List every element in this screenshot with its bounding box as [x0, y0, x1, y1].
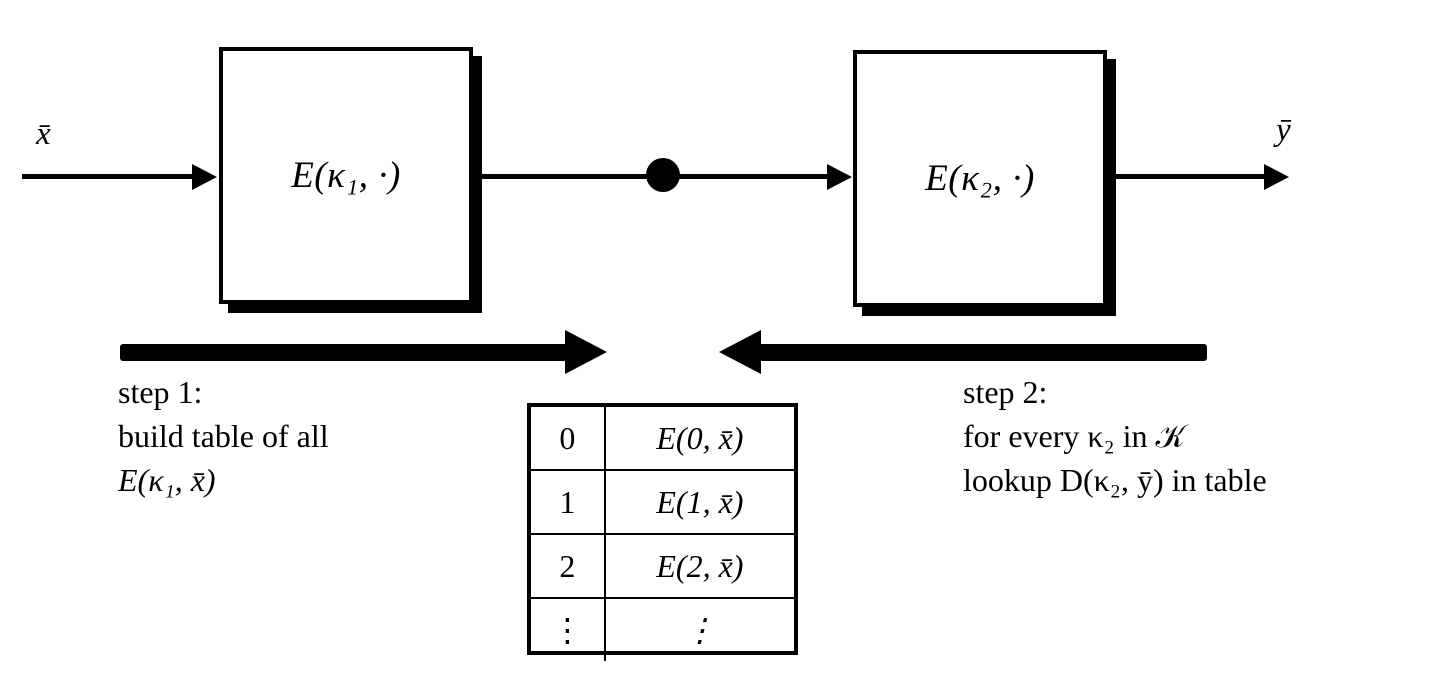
first-encryption-label: E(κ₁, ·) [291, 155, 401, 196]
precomputed-lookup-table[interactable]: 0 E(0, x̄) 1 E(1, x̄) 2 E(2, x̄) ⋮ ⋮ [527, 403, 798, 661]
input-label: x̄ [36, 116, 51, 152]
step-2-arrowhead-icon [719, 330, 761, 374]
intermediate-value-junction-dot [646, 158, 680, 192]
step-2-arrow-shaft [759, 344, 1207, 361]
step-2-line-2: for every κ₂ in 𝒦 [963, 418, 1186, 454]
first-encryption-box[interactable]: E(κ₁, ·) [219, 47, 473, 304]
lookup-key: 0 [531, 407, 606, 471]
input-wire [22, 174, 200, 179]
lookup-key: 2 [531, 533, 606, 599]
table-row-ellipsis: ⋮ ⋮ [531, 597, 794, 661]
step-1-arrow-shaft [120, 344, 567, 361]
step-2-caption: step 2: for every κ₂ in 𝒦 lookup D(κ₂, y… [963, 370, 1267, 502]
input-arrowhead-icon [192, 164, 217, 190]
lookup-value: E(0, x̄) [603, 407, 794, 471]
table-row[interactable]: 1 E(1, x̄) [531, 469, 794, 535]
middle-arrowhead-icon [827, 164, 852, 190]
step-1-arrowhead-icon [565, 330, 607, 374]
lookup-key: 1 [531, 469, 606, 535]
second-encryption-label: E(κ₂, ·) [925, 158, 1035, 199]
table-row[interactable]: 2 E(2, x̄) [531, 533, 794, 599]
lookup-value: E(2, x̄) [603, 533, 794, 599]
step-2-line-3: lookup D(κ₂, ȳ) in table [963, 462, 1267, 498]
step-1-caption: step 1: build table of all E(κ₁, x̄) [118, 370, 329, 502]
output-arrowhead-icon [1264, 164, 1289, 190]
step-1-line-2: build table of all [118, 418, 329, 454]
table-row[interactable]: 0 E(0, x̄) [531, 407, 794, 471]
lookup-key-ellipsis: ⋮ [531, 597, 606, 661]
lookup-table-body: 0 E(0, x̄) 1 E(1, x̄) 2 E(2, x̄) ⋮ ⋮ [531, 407, 794, 661]
step-1-heading: step 1: [118, 374, 203, 410]
step-2-heading: step 2: [963, 374, 1048, 410]
lookup-value-ellipsis: ⋮ [603, 597, 794, 661]
output-wire [1107, 174, 1272, 179]
second-encryption-box[interactable]: E(κ₂, ·) [853, 50, 1107, 307]
step-1-line-3: E(κ₁, x̄) [118, 462, 216, 498]
output-label: ȳ [1276, 112, 1291, 148]
lookup-value: E(1, x̄) [603, 469, 794, 535]
